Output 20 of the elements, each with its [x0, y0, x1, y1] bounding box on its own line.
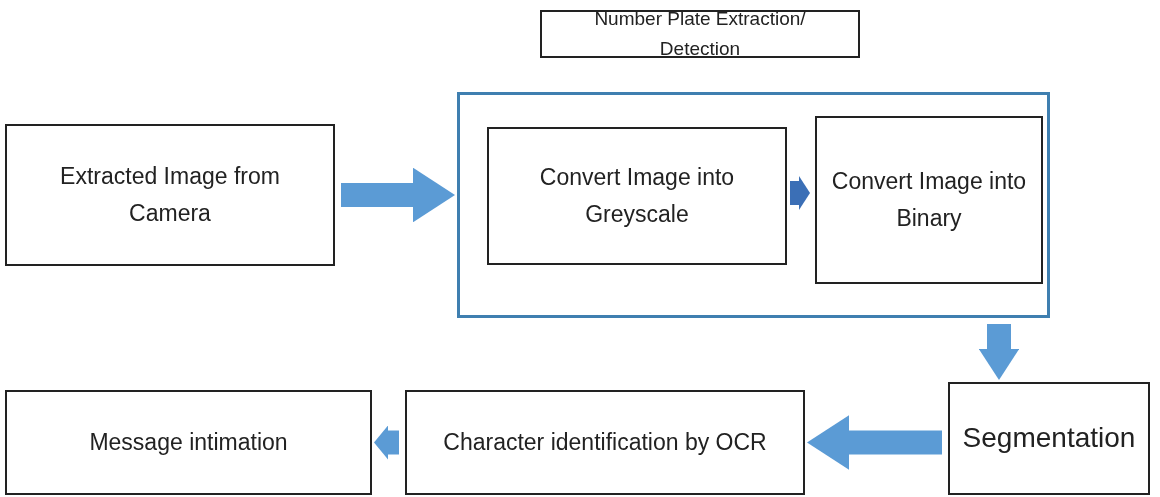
block-arrow — [374, 425, 399, 460]
block-arrow — [790, 176, 810, 210]
group-frame — [457, 92, 1050, 318]
box-label: Convert Image into Binary — [830, 167, 1028, 233]
process-box — [540, 10, 860, 58]
box-label: Character identification by OCR — [442, 428, 768, 458]
process-box — [815, 116, 1043, 284]
process-box — [5, 390, 372, 495]
box-label: Number Plate Extraction/ Detection — [593, 6, 807, 61]
block-arrow — [807, 415, 942, 470]
process-box — [487, 127, 787, 265]
block-arrow — [978, 324, 1020, 380]
box-label: Message intimation — [88, 428, 289, 458]
box-label: Extracted Image from Camera — [59, 162, 281, 228]
process-box — [405, 390, 805, 495]
block-arrow — [341, 167, 455, 223]
box-label: Segmentation — [961, 421, 1137, 456]
box-label: Convert Image into Greyscale — [538, 163, 736, 229]
process-box — [5, 124, 335, 266]
process-box — [948, 382, 1150, 495]
